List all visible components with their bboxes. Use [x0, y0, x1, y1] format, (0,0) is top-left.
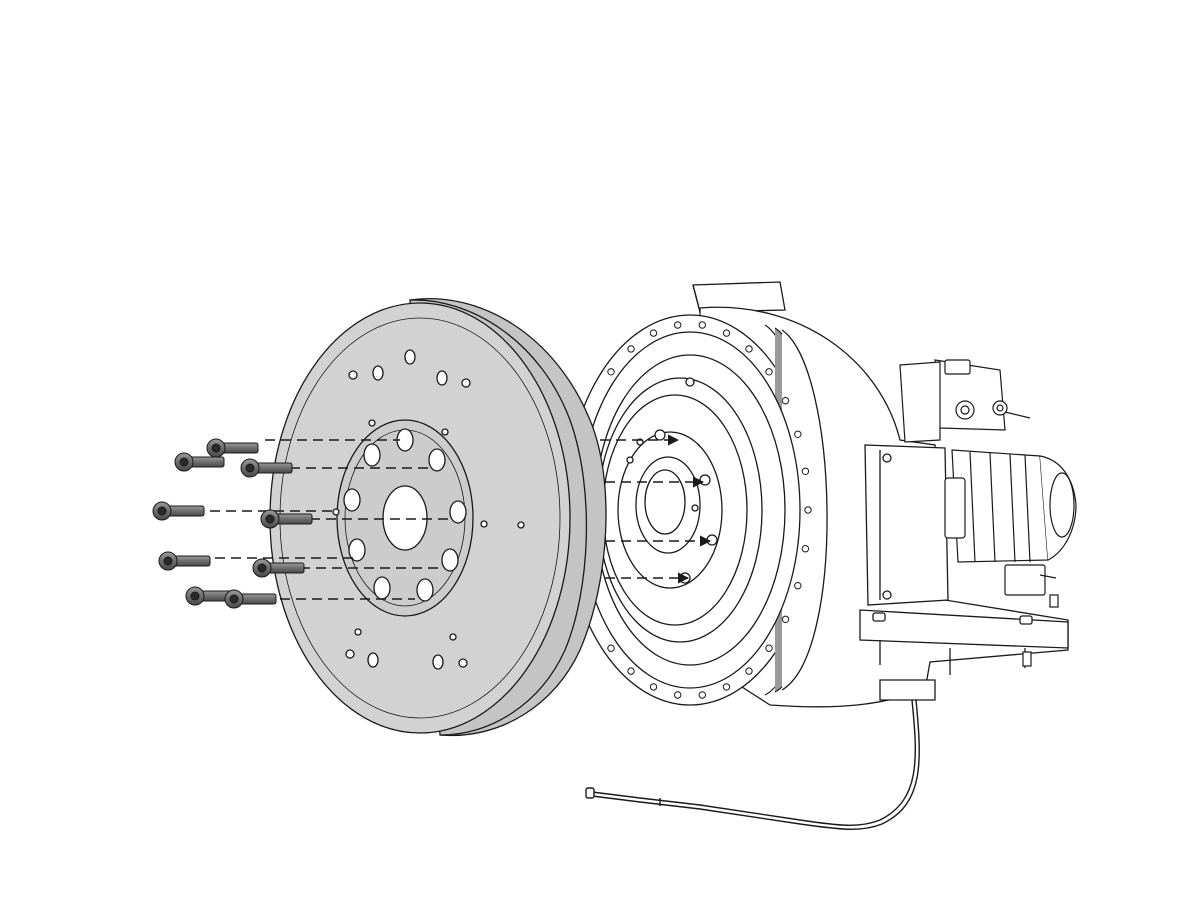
ring-screw-hole — [781, 397, 790, 405]
screw-7 — [252, 558, 305, 578]
ring-screw-hole — [801, 545, 810, 553]
ring-screw-hole — [794, 582, 802, 590]
screw-6 — [158, 551, 211, 571]
ring-screw-hole — [607, 644, 615, 652]
ring-screw-hole — [649, 329, 658, 337]
ring-screw-hole — [649, 683, 658, 691]
ring-screw-hole — [607, 368, 615, 376]
ring-screw-hole — [722, 683, 731, 691]
ring-screw-hole — [781, 615, 790, 623]
socket-head-cap-screws — [152, 438, 313, 609]
screw-2 — [174, 452, 225, 472]
screw-1 — [206, 438, 259, 458]
ring-screw-hole — [794, 430, 802, 438]
ring-screw-hole — [698, 321, 706, 329]
screw-4 — [152, 501, 205, 521]
ring-screw-hole — [745, 667, 753, 675]
bolt-leader-lines — [210, 439, 450, 600]
ring-screw-hole — [804, 506, 812, 514]
screw-5 — [260, 509, 313, 529]
ring-screw-hole — [722, 329, 731, 337]
ring-screw-hole — [745, 345, 753, 353]
ring-screw-hole — [765, 644, 773, 652]
ring-screw-hole — [674, 321, 682, 329]
ring-screw-hole — [627, 667, 635, 675]
servo-motor — [899, 359, 1077, 667]
screw-9 — [224, 589, 277, 609]
ring-screw-hole — [698, 691, 706, 699]
screw-3 — [240, 458, 293, 478]
sensor-cable — [585, 699, 920, 830]
ring-screw-hole — [627, 345, 635, 353]
ring-screw-hole — [801, 467, 810, 475]
ring-screw-hole — [765, 368, 773, 376]
mounting-flange — [269, 298, 607, 737]
ring-screw-hole — [674, 691, 682, 699]
assembly-arrows — [600, 434, 712, 584]
